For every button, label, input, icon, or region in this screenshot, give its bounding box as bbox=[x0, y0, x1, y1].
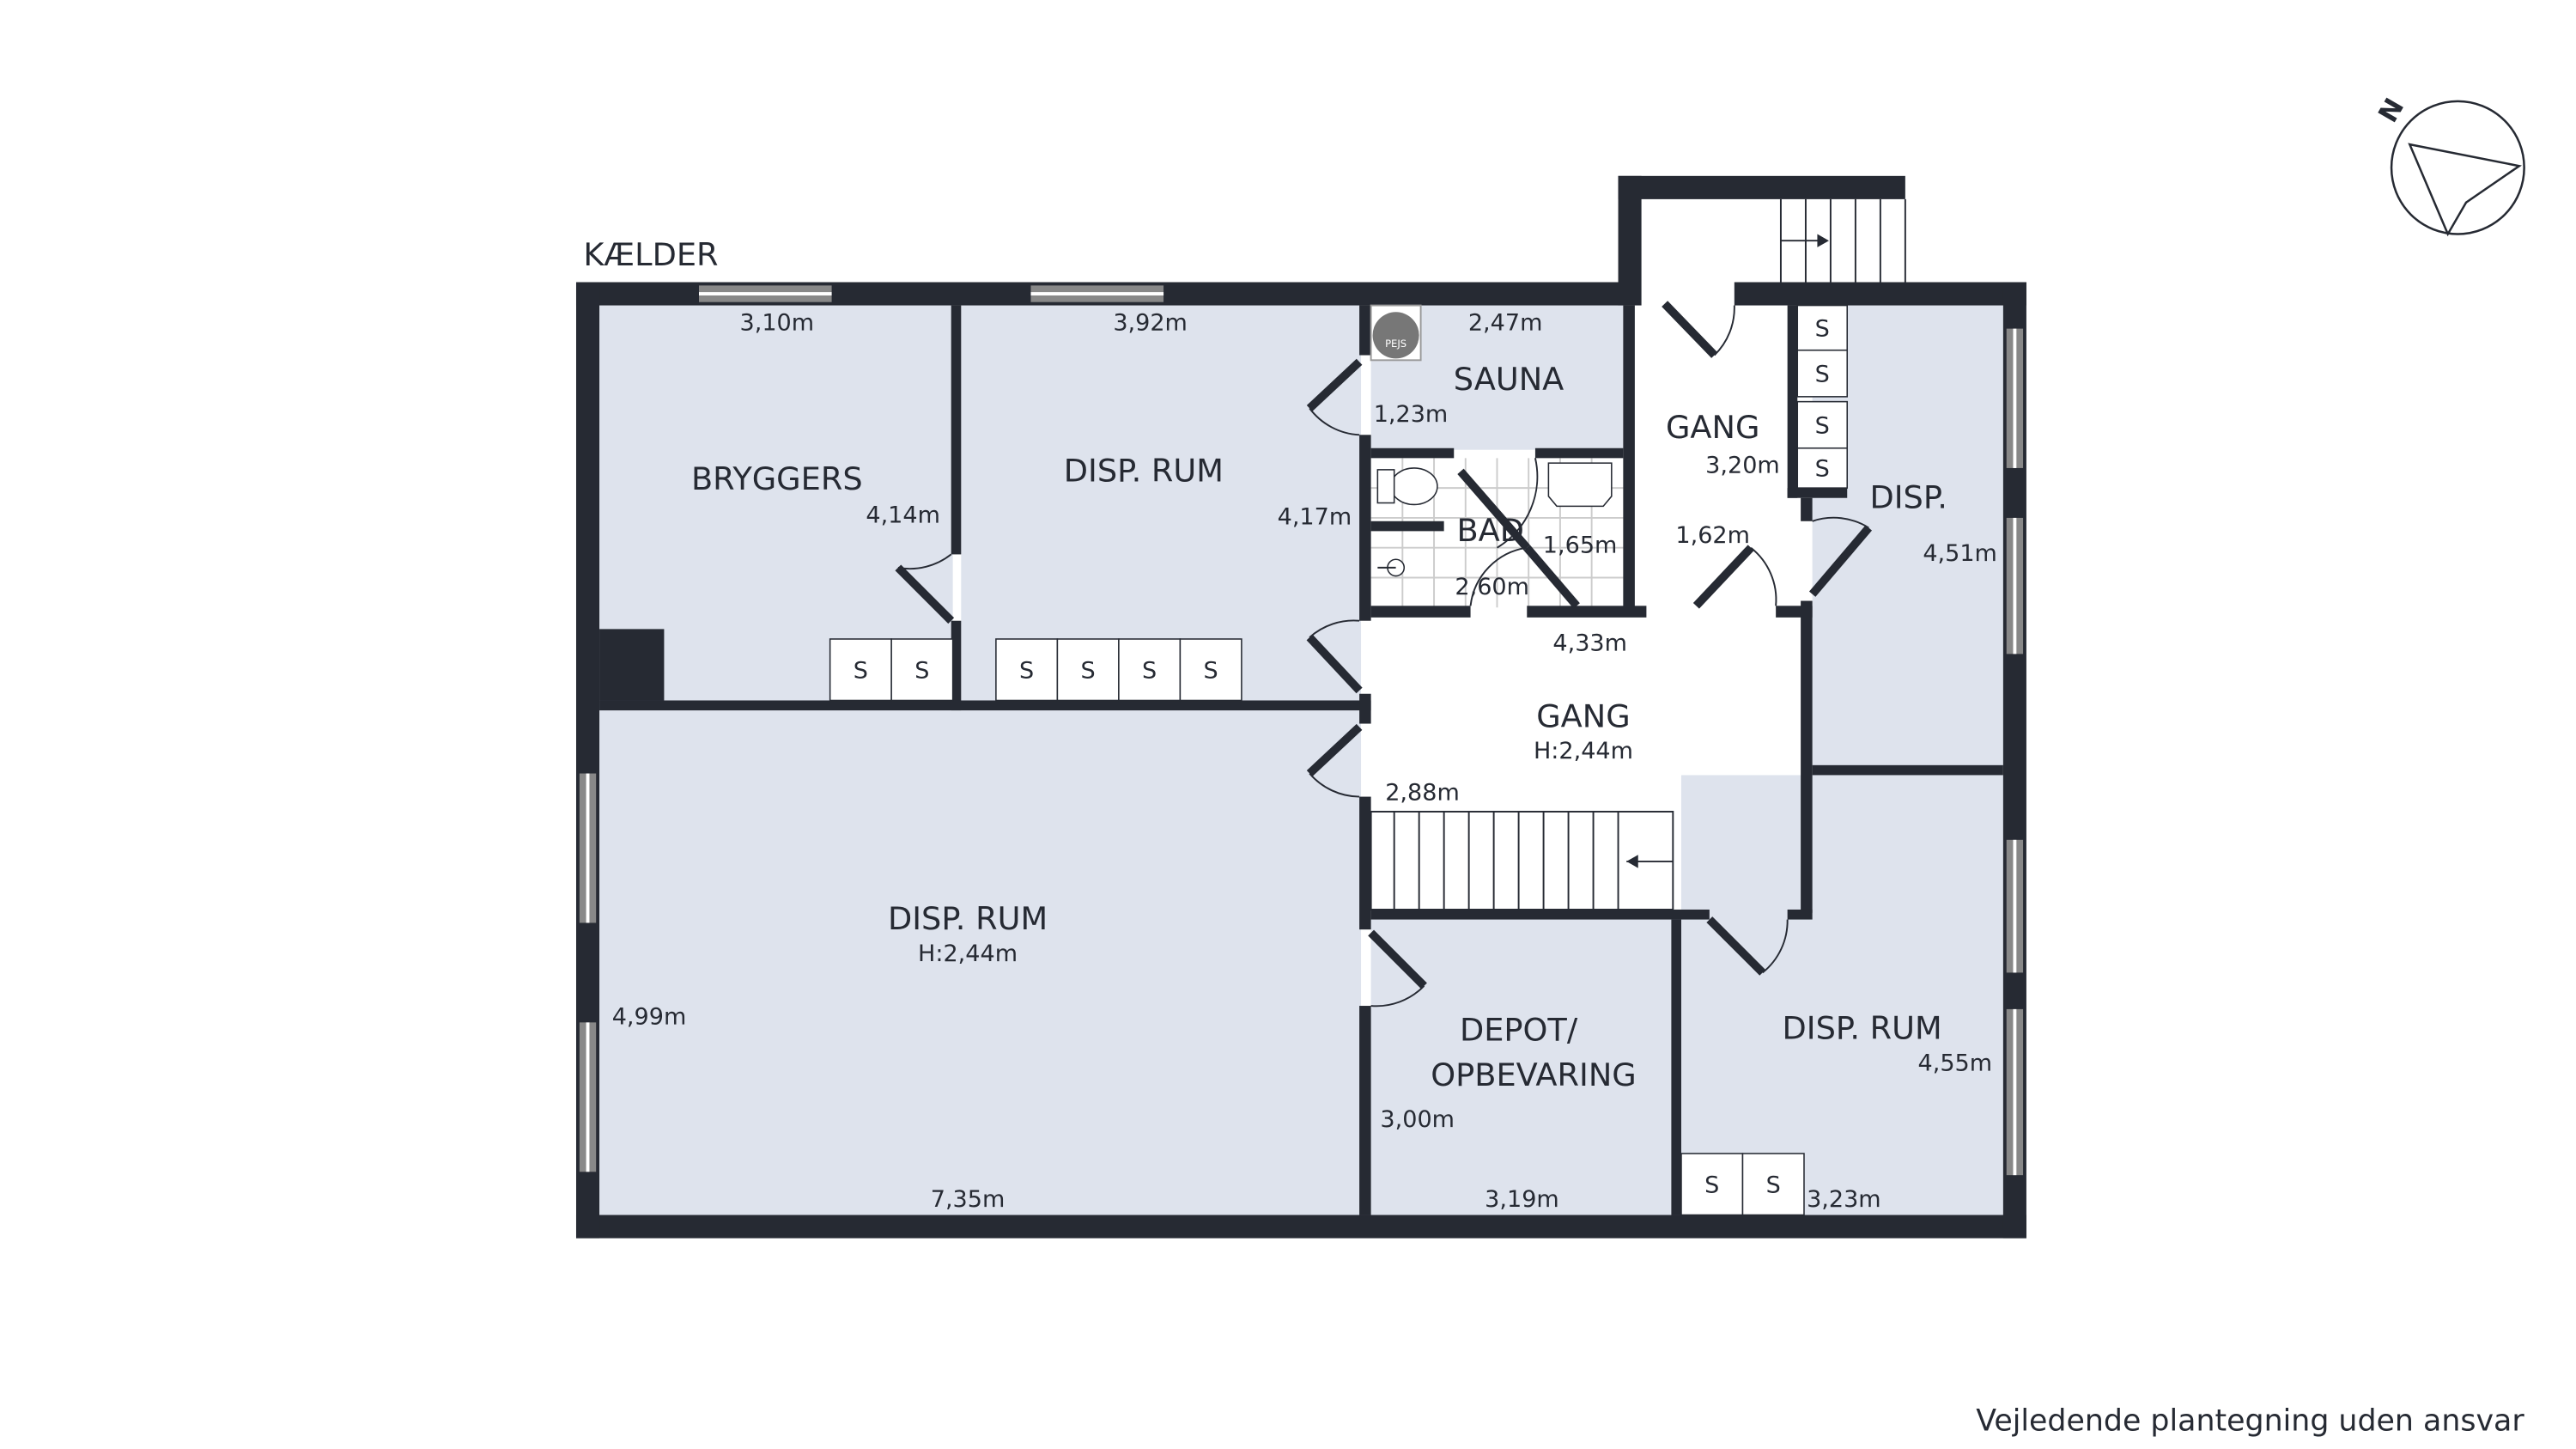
room-dim: 3,00m bbox=[1380, 1106, 1455, 1133]
north-label: N bbox=[2372, 94, 2410, 128]
storage-box bbox=[890, 638, 954, 702]
storage-label: S bbox=[914, 657, 929, 684]
storage-label: S bbox=[1204, 657, 1218, 684]
room-disp-rum-right-fill bbox=[1812, 775, 2003, 1215]
storage-label: S bbox=[1815, 456, 1830, 483]
room-dim: 1,65m bbox=[1543, 532, 1618, 558]
storage-label: S bbox=[1704, 1172, 1719, 1198]
north-compass-icon: N bbox=[2372, 94, 2525, 237]
room-disp-rum-top bbox=[961, 305, 1362, 703]
storage-box bbox=[1741, 1153, 1805, 1216]
room-height: H:2,44m bbox=[918, 941, 1018, 967]
interior-walls bbox=[599, 305, 2003, 1215]
room-name: BRYGGERS bbox=[691, 460, 863, 497]
storage-label: S bbox=[1815, 412, 1830, 439]
room-dim: 4,17m bbox=[1278, 504, 1352, 531]
room-dim: 4,51m bbox=[1923, 540, 1997, 567]
room-dim: 4,99m bbox=[612, 1003, 687, 1030]
room-name: DISP. RUM bbox=[1064, 452, 1224, 489]
storage-box bbox=[1179, 638, 1242, 702]
storage-label: S bbox=[1081, 657, 1096, 684]
room-dim: 2,47m bbox=[1468, 310, 1543, 337]
toilet-icon bbox=[1376, 467, 1438, 506]
room-name: GANG bbox=[1666, 409, 1759, 446]
room-height: H:2,44m bbox=[1534, 738, 1633, 764]
storage-box bbox=[1796, 447, 1848, 489]
room-dim: 1,23m bbox=[1374, 401, 1449, 428]
storage-box bbox=[1056, 638, 1120, 702]
room-name: DISP. RUM bbox=[888, 900, 1048, 937]
footer-note: Vejledende plantegning uden ansvar bbox=[1976, 1404, 2524, 1439]
svg-text:PEJS: PEJS bbox=[1385, 338, 1406, 350]
room-dim: 3,10m bbox=[740, 310, 815, 337]
room-dim: 4,55m bbox=[1918, 1050, 1993, 1076]
storage-label: S bbox=[1815, 315, 1830, 342]
storage-box bbox=[995, 638, 1059, 702]
sauna-stove: PEJS bbox=[1370, 304, 1422, 362]
sink-icon bbox=[1547, 462, 1613, 508]
storage-label: S bbox=[854, 657, 868, 684]
room-name: DEPOT/ bbox=[1460, 1012, 1578, 1049]
room-dim: 4,14m bbox=[866, 502, 940, 529]
room-disp-rum-big bbox=[599, 710, 1362, 1215]
shower-icon bbox=[1377, 558, 1406, 577]
room-name: OPBEVARING bbox=[1431, 1056, 1636, 1093]
stairs-main bbox=[1370, 810, 1674, 910]
room-dim: 3,92m bbox=[1113, 310, 1188, 337]
room-name: GANG bbox=[1536, 697, 1630, 734]
storage-box bbox=[829, 638, 892, 702]
room-dim: 3,19m bbox=[1485, 1186, 1559, 1213]
doors bbox=[895, 301, 1873, 1008]
room-dim: 4,33m bbox=[1552, 630, 1627, 657]
storage-box bbox=[1796, 349, 1848, 398]
room-name: DISP. bbox=[1869, 478, 1947, 515]
room-dim: 7,35m bbox=[931, 1186, 1005, 1213]
room-dim: 1,62m bbox=[1675, 522, 1750, 549]
room-dim: 2,60m bbox=[1455, 574, 1529, 600]
storage-label: S bbox=[1766, 1172, 1781, 1198]
room-name: DISP. RUM bbox=[1783, 1010, 1942, 1047]
room-dim: 3,20m bbox=[1705, 453, 1780, 479]
room-name: SAUNA bbox=[1454, 361, 1564, 398]
stairs-annex bbox=[1779, 198, 1906, 283]
room-name: BAD bbox=[1456, 512, 1524, 549]
room-dim: 2,88m bbox=[1385, 779, 1460, 806]
room-dim: 3,23m bbox=[1807, 1186, 1881, 1213]
windows bbox=[579, 285, 2024, 1176]
storage-label: S bbox=[1019, 657, 1034, 684]
storage-label: S bbox=[1815, 361, 1830, 387]
storage-box bbox=[1796, 400, 1848, 449]
floor-label: KÆLDER bbox=[583, 236, 718, 273]
storage-label: S bbox=[1142, 657, 1157, 684]
room-depot bbox=[1370, 919, 1672, 1215]
